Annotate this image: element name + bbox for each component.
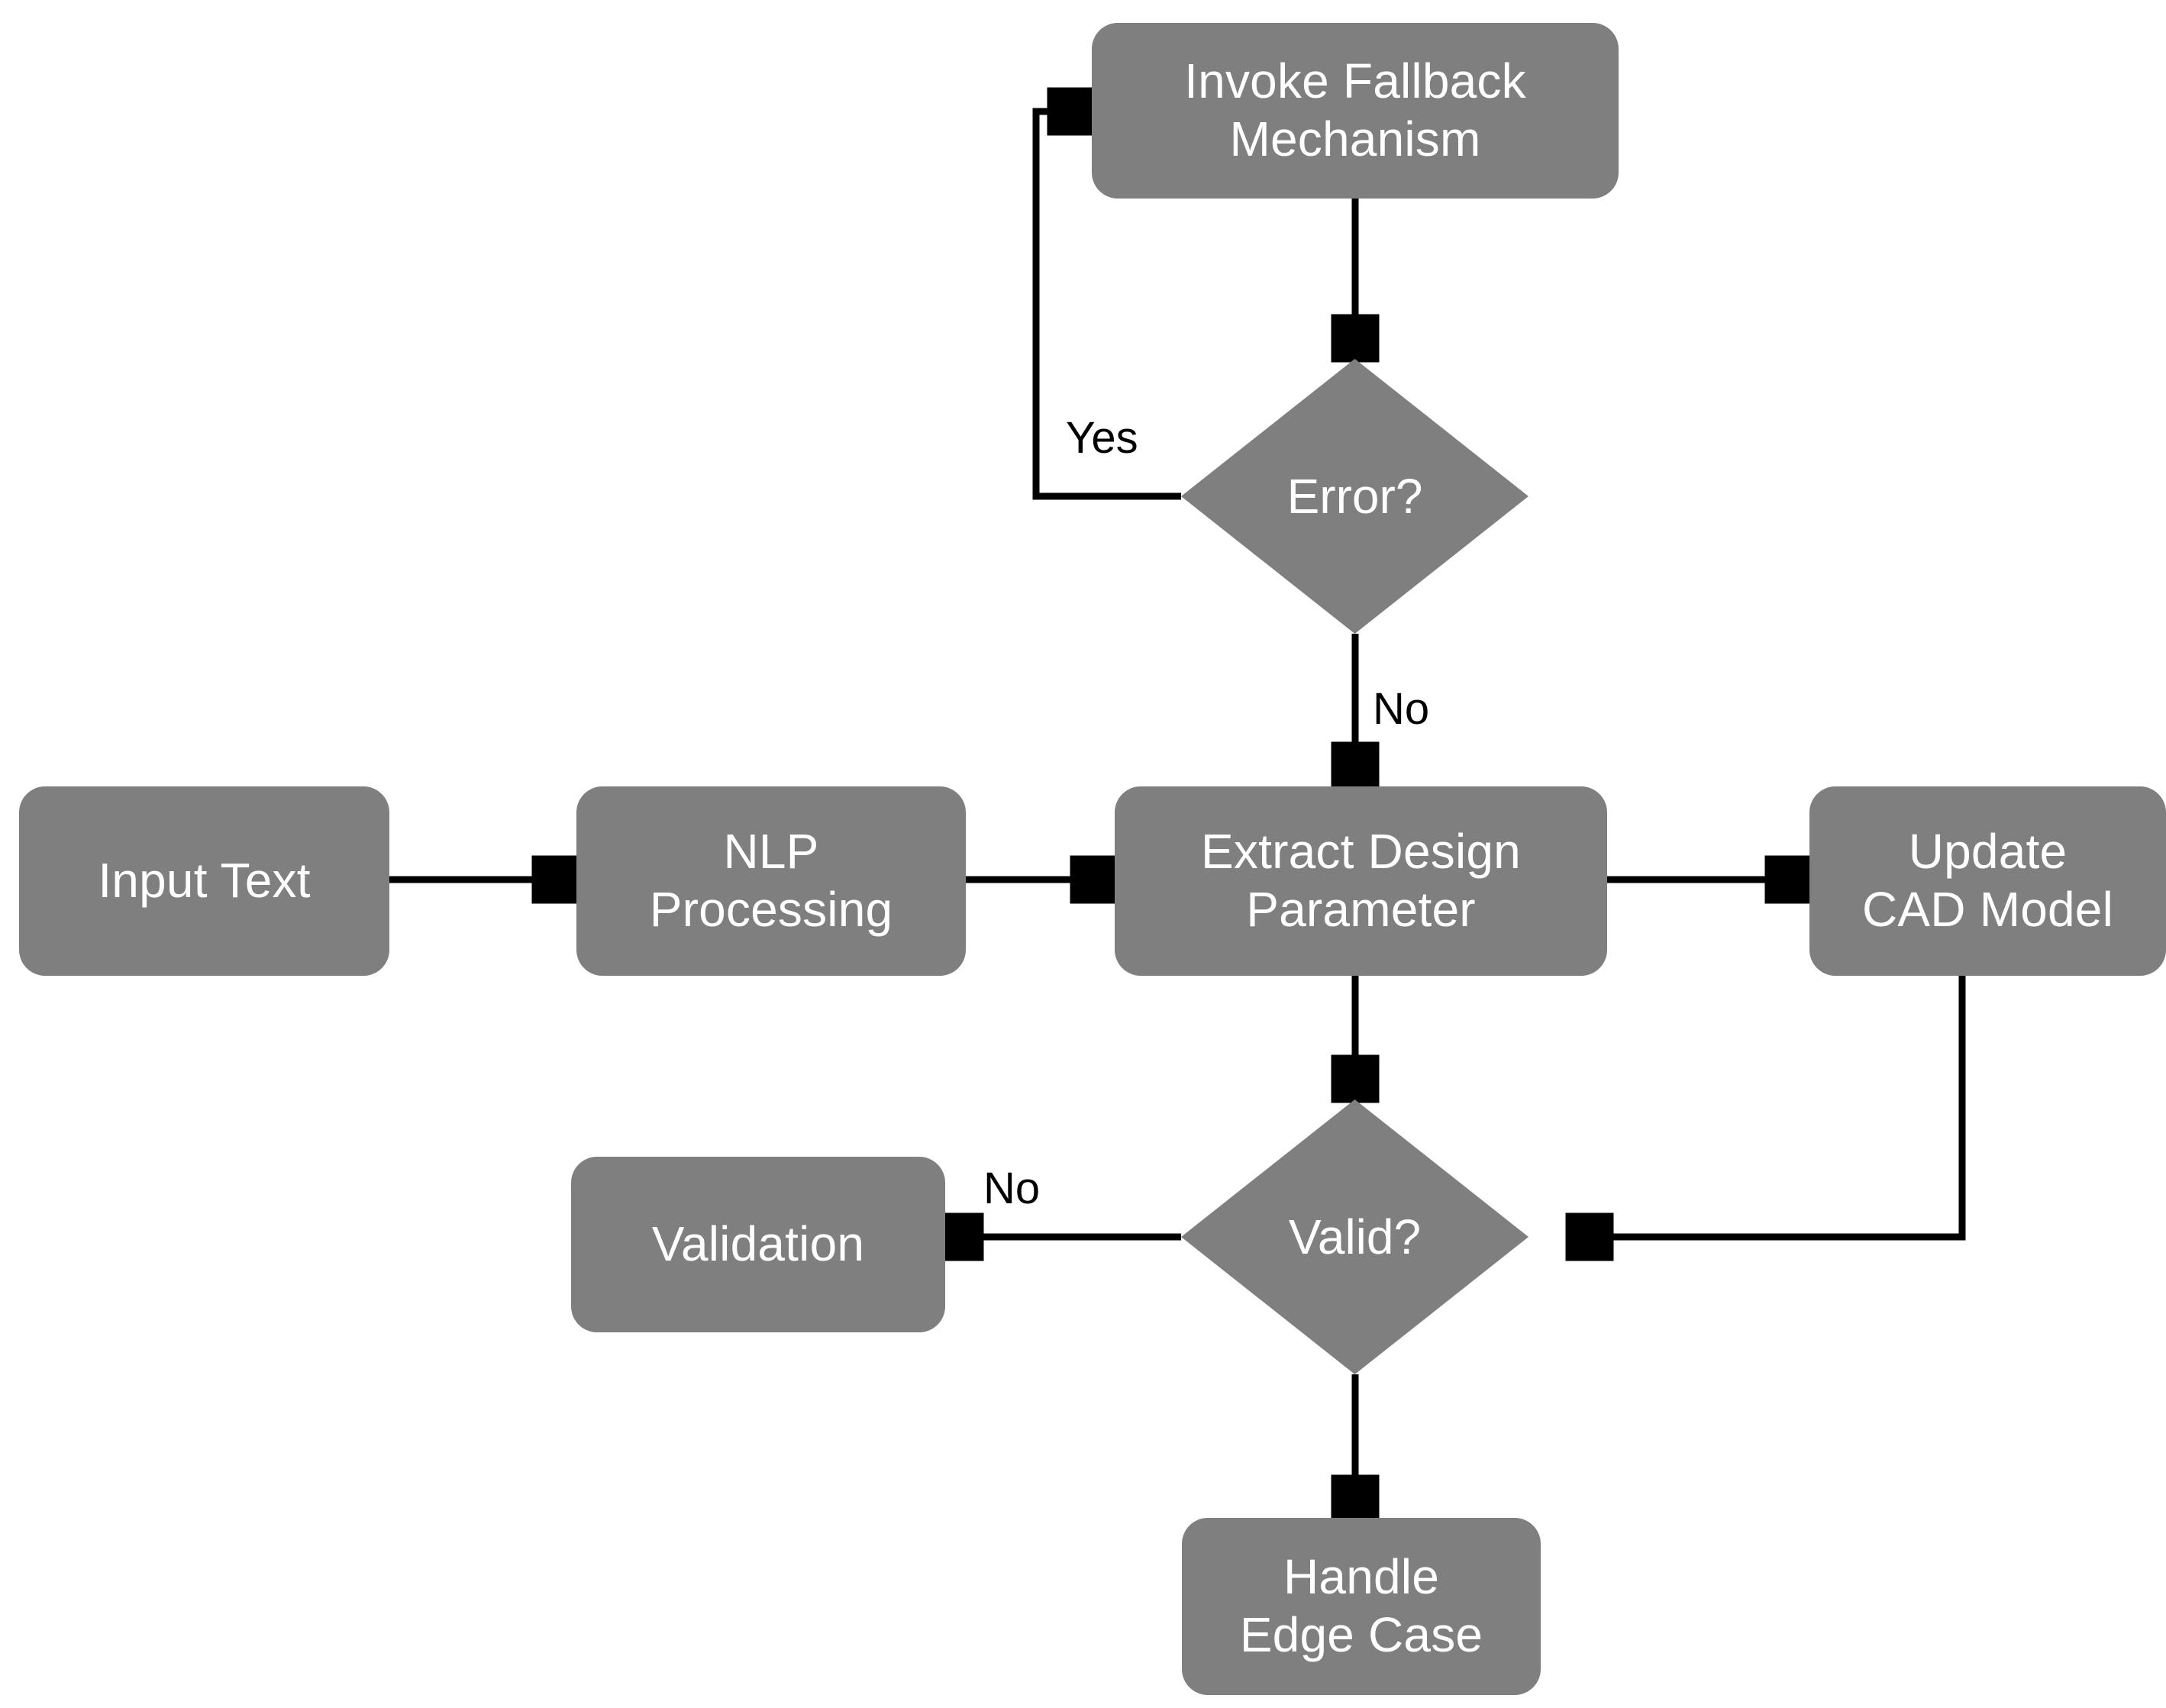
- edge-cad-to-valid: [1575, 975, 1966, 1237]
- node-invoke-fallback-mechanism[interactable]: Invoke Fallback Mechanism: [1092, 23, 1619, 199]
- node-label-input-text: Input Text: [98, 853, 311, 909]
- node-input-text[interactable]: Input Text: [19, 786, 389, 976]
- node-label-update-cad-model: Update CAD Model: [1861, 824, 2114, 937]
- edge-label-valid-no: No: [983, 1164, 1041, 1213]
- node-handle-edge-case[interactable]: Handle Edge Case: [1182, 1518, 1541, 1695]
- node-label-validation: Validation: [651, 1216, 865, 1272]
- node-label-extract-design-parameter: Extract Design Parameter: [1201, 824, 1521, 937]
- node-extract-design-parameter[interactable]: Extract Design Parameter: [1115, 786, 1607, 976]
- node-error-decision[interactable]: Error?: [1181, 359, 1528, 634]
- node-valid-decision[interactable]: Valid?: [1181, 1099, 1528, 1374]
- edge-label-error-yes: Yes: [1066, 413, 1138, 463]
- node-label-handle-edge-case: Handle Edge Case: [1239, 1549, 1483, 1662]
- node-nlp-processing[interactable]: NLP Processing: [576, 786, 966, 976]
- node-label-invoke-fallback-mechanism: Invoke Fallback Mechanism: [1184, 53, 1526, 166]
- node-label-nlp-processing: NLP Processing: [649, 824, 893, 937]
- node-validation[interactable]: Validation: [571, 1157, 945, 1332]
- edge-label-error-no: No: [1373, 684, 1430, 734]
- node-label-valid-decision: Valid?: [1288, 1209, 1422, 1264]
- node-update-cad-model[interactable]: Update CAD Model: [1809, 786, 2166, 976]
- node-label-error-decision: Error?: [1286, 469, 1423, 524]
